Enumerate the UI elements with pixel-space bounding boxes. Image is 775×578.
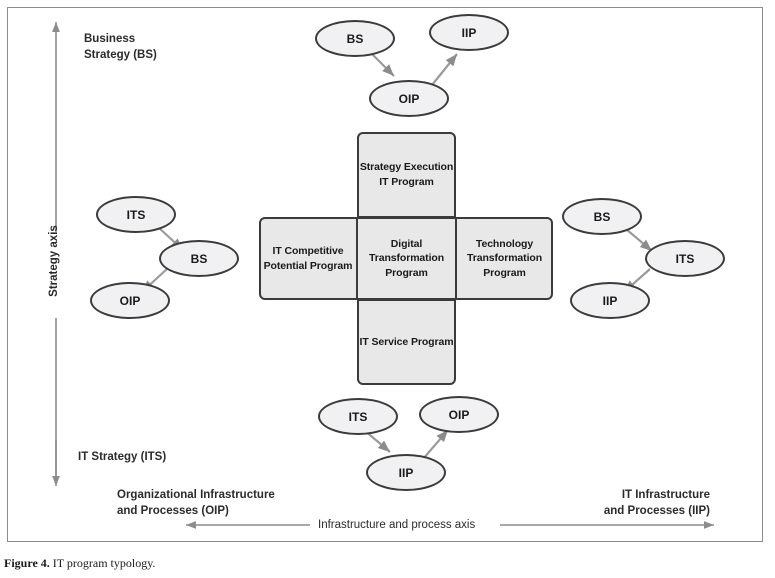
program-digital-transformation[interactable]: Digital Transformation Program <box>368 238 445 279</box>
axis-label-it-strategy: IT Strategy (ITS) <box>78 451 167 463</box>
node-right-its[interactable]: ITS <box>645 240 725 277</box>
node-bottom-its[interactable]: ITS <box>318 398 398 435</box>
axis-name-infrastructure-and-process: Infrastructure and process axis <box>318 519 476 531</box>
node-bottom-iip[interactable]: IIP <box>366 454 446 491</box>
axis-label-organizational-infrastructure: Organizational Infrastructure and Proces… <box>117 489 275 517</box>
program-technology-transformation[interactable]: Technology Transformation Program <box>466 238 543 279</box>
node-left-bs[interactable]: BS <box>159 240 239 277</box>
axis-name-strategy: Strategy axis <box>48 225 60 297</box>
cross-seam-left <box>356 217 358 300</box>
program-strategy-execution-it[interactable]: Strategy Execution IT Program <box>359 161 454 188</box>
cross-seam-top <box>357 216 456 218</box>
figure-caption: Figure 4. IT program typology. <box>4 556 155 571</box>
cross-horizontal-bar <box>259 217 553 300</box>
figure-caption-label: Figure 4. <box>4 556 50 570</box>
axis-label-it-infrastructure: IT Infrastructure and Processes (IIP) <box>603 489 710 517</box>
node-left-oip[interactable]: OIP <box>90 282 170 319</box>
node-right-iip[interactable]: IIP <box>570 282 650 319</box>
node-top-oip[interactable]: OIP <box>369 80 449 117</box>
node-right-bs[interactable]: BS <box>562 198 642 235</box>
node-top-bs[interactable]: BS <box>315 20 395 57</box>
node-top-iip[interactable]: IIP <box>429 14 509 51</box>
program-it-service[interactable]: IT Service Program <box>359 336 454 349</box>
axis-label-business-strategy: Business Strategy (BS) <box>84 33 157 61</box>
program-it-competitive-potential[interactable]: IT Competitive Potential Program <box>263 245 353 272</box>
figure-caption-text: IT program typology. <box>49 556 156 570</box>
cross-seam-bottom <box>357 299 456 301</box>
node-left-its[interactable]: ITS <box>96 196 176 233</box>
cross-seam-right <box>455 217 457 300</box>
node-bottom-oip[interactable]: OIP <box>419 396 499 433</box>
